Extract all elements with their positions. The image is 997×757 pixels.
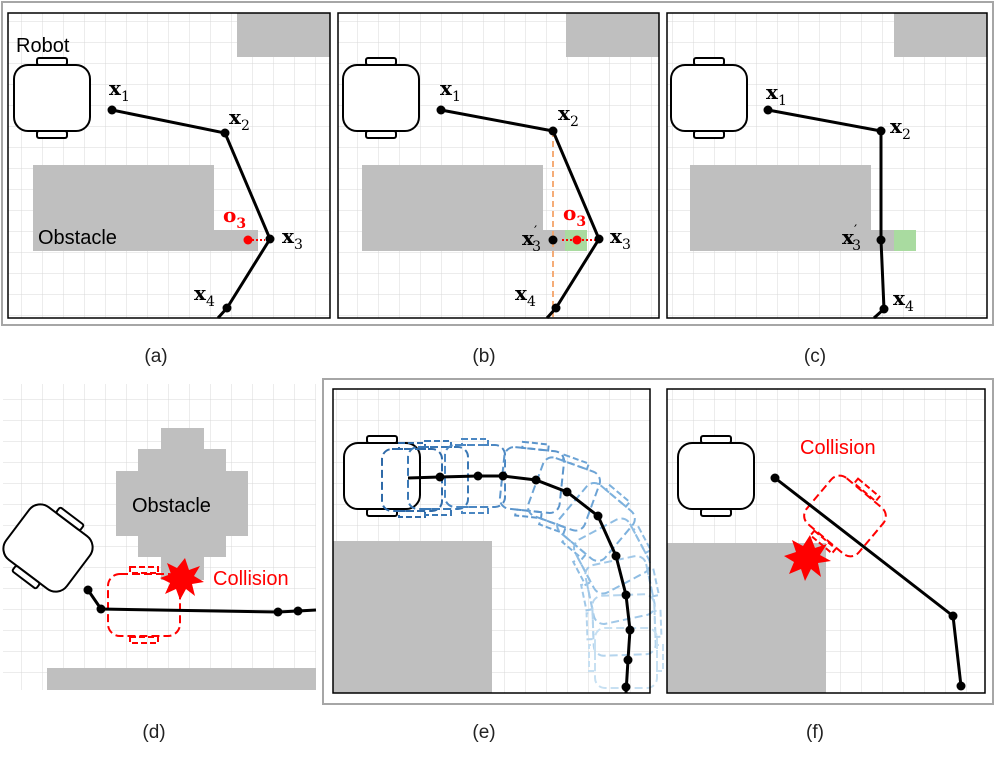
waypoint xyxy=(611,551,621,561)
label-x4: x4 xyxy=(893,286,914,315)
label-x1: x1 xyxy=(109,76,130,105)
waypoint xyxy=(273,607,283,617)
collision-label: Collision xyxy=(213,568,289,590)
obstacle-floor xyxy=(47,668,316,690)
label-x3: x3 xyxy=(610,224,631,253)
waypoint xyxy=(435,472,445,482)
waypoint xyxy=(96,604,106,614)
robot-label: Robot xyxy=(16,35,70,57)
frame-top-row xyxy=(1,1,994,326)
panel-c: x1 x2 x4 x′3 xyxy=(666,12,988,320)
robot-icon xyxy=(13,57,91,139)
projected-point xyxy=(548,235,558,245)
waypoint-x2 xyxy=(876,126,886,136)
waypoint xyxy=(623,655,633,665)
waypoint xyxy=(956,681,966,691)
caption-c: (c) xyxy=(804,346,826,367)
obstacle-corner xyxy=(894,13,987,57)
waypoint-x1 xyxy=(436,105,446,115)
obstacle-cross xyxy=(116,428,248,580)
waypoint-x4 xyxy=(879,304,889,314)
obstacle-corner xyxy=(566,13,659,57)
label-x1: x1 xyxy=(766,80,787,109)
label-x3: x3 xyxy=(282,224,303,253)
label-x2: x2 xyxy=(229,105,250,134)
robot-icon xyxy=(677,435,755,517)
waypoint-x4 xyxy=(222,303,232,313)
label-x4: x4 xyxy=(194,281,215,310)
waypoint xyxy=(625,625,635,635)
waypoint xyxy=(473,471,483,481)
waypoint xyxy=(948,611,958,621)
caption-e: (e) xyxy=(472,722,495,743)
label-x2: x2 xyxy=(890,114,911,143)
obstacle-block xyxy=(690,165,894,251)
trajectory xyxy=(407,474,632,694)
robot-icon xyxy=(670,57,748,139)
label-x1: x1 xyxy=(440,76,461,105)
caption-a: (a) xyxy=(144,346,167,367)
waypoint-x1 xyxy=(107,105,117,115)
panel-b: x1 x2 x3 x4 x′3 o3 xyxy=(337,12,660,320)
label-x4: x4 xyxy=(515,281,536,310)
waypoint-x4 xyxy=(551,303,561,313)
waypoint xyxy=(293,606,303,616)
waypoint xyxy=(498,471,508,481)
panel-f: Collision xyxy=(666,388,986,694)
waypoint xyxy=(770,473,780,483)
free-cell-highlight xyxy=(894,230,916,251)
robot-icon xyxy=(342,57,420,139)
obstacle-corner xyxy=(237,13,330,57)
label-o3: o3 xyxy=(223,203,246,232)
obstacle-point-o3 xyxy=(572,235,582,245)
waypoint xyxy=(562,487,572,497)
obstacle-block xyxy=(33,165,258,251)
obstacle-label: Obstacle xyxy=(38,227,117,249)
waypoint xyxy=(531,475,541,485)
waypoint-x2 xyxy=(548,126,558,136)
waypoint-x3 xyxy=(265,234,275,244)
waypoint-x3-prime xyxy=(876,235,886,245)
frame-bottom-right xyxy=(322,378,994,705)
label-x3-prime: x′3 xyxy=(842,223,861,254)
obstacle-label: Obstacle xyxy=(132,495,211,517)
waypoint xyxy=(621,590,631,600)
caption-f: (f) xyxy=(806,722,824,743)
caption-d: (d) xyxy=(142,722,165,743)
collision-label: Collision xyxy=(800,437,876,459)
collision-burst-icon xyxy=(160,558,204,600)
collision-burst-icon xyxy=(784,535,831,581)
waypoint-x1 xyxy=(763,105,773,115)
caption-b: (b) xyxy=(472,346,495,367)
obstacle-block xyxy=(362,165,587,251)
panel-e xyxy=(332,388,664,694)
waypoint xyxy=(621,682,631,692)
panel-a: Robot Obstacle x1 x2 x3 x4 o3 xyxy=(7,12,331,320)
obstacle-point-o3 xyxy=(243,235,253,245)
waypoint-x2 xyxy=(220,128,230,138)
label-x3-prime: x′3 xyxy=(522,224,541,255)
label-x2: x2 xyxy=(558,101,579,130)
waypoint xyxy=(83,585,93,595)
ghost-robot-collision xyxy=(107,566,181,644)
panel-d: Obstacle Collision xyxy=(0,384,317,690)
ghost-robot-collision xyxy=(803,474,887,558)
waypoint-x3 xyxy=(594,234,604,244)
label-o3: o3 xyxy=(563,201,586,230)
obstacle-block xyxy=(333,541,492,693)
waypoint xyxy=(593,511,603,521)
